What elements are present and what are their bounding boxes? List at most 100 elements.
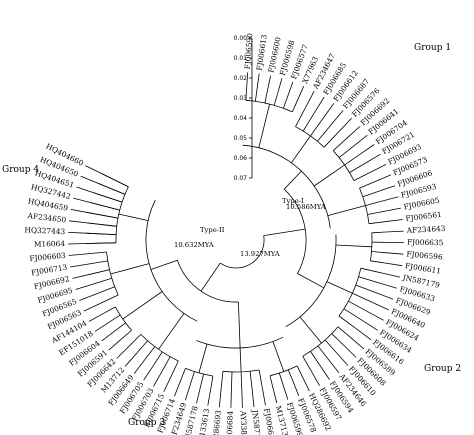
tree-branch: [317, 124, 332, 142]
tree-branch: [326, 281, 353, 294]
tree-branch: [335, 351, 349, 366]
tree-branch: [116, 345, 130, 359]
tree-branch: [88, 212, 119, 219]
tree-branch: [383, 207, 401, 212]
type-1-age-label: 10.586MYA: [286, 203, 326, 211]
tree-branch: [302, 356, 312, 371]
tree-branch: [110, 263, 150, 275]
tree-branch: [310, 369, 320, 386]
leaf-label: FJ006596: [406, 250, 443, 262]
tree-branch: [299, 316, 322, 344]
tree-branch: [251, 389, 255, 408]
tree-branch: [283, 98, 288, 109]
tree-branch: [158, 313, 185, 350]
tree-branch: [200, 374, 204, 386]
tree-branch: [88, 312, 105, 322]
tree-branch: [122, 329, 132, 339]
tree-branch: [200, 262, 221, 292]
tree-branch: [331, 110, 344, 125]
tree-branch: [370, 260, 385, 264]
tree-branch: [319, 364, 330, 380]
leaf-label: FJ006561: [405, 210, 442, 223]
tree-branch: [367, 211, 384, 215]
tree-branch: [295, 107, 307, 127]
tree-branch: [382, 272, 400, 278]
tree-branches: [67, 72, 405, 408]
tree-branch: [196, 385, 202, 404]
scale-tick-label: 0.07: [234, 175, 248, 182]
tree-branch: [266, 75, 271, 94]
tree-branch: [124, 352, 138, 367]
scale-tick-label: 0.03: [234, 95, 248, 102]
tree-branch: [85, 242, 117, 244]
tree-branch: [283, 170, 302, 190]
tree-branch: [371, 251, 386, 254]
root-age-label: 13.927MYA: [240, 250, 280, 258]
tree-branch: [68, 232, 87, 234]
tree-branch: [109, 314, 121, 322]
tree-branch: [352, 134, 368, 147]
tree-branch: [76, 186, 94, 194]
scale-tick-label: 0.01: [234, 55, 248, 62]
tree-branch: [210, 375, 214, 388]
tree-branch: [372, 302, 389, 311]
tree-branch: [99, 294, 119, 304]
tree-branch: [101, 173, 129, 188]
tree-branch: [285, 234, 337, 328]
tree-branch: [349, 163, 366, 173]
tree-branch: [367, 311, 384, 321]
tree-branch: [282, 382, 289, 400]
tree-branch: [359, 144, 375, 156]
tree-branch: [286, 81, 294, 100]
tree-branch: [171, 360, 179, 376]
tree-branch: [122, 291, 163, 320]
tree-branch: [89, 269, 110, 275]
scale-tick-label: 0.04: [234, 115, 248, 122]
leaf-label: FJ006603: [29, 251, 66, 263]
leaf-label: AY338386: [239, 410, 250, 435]
tree-branch: [86, 232, 117, 235]
tree-branch: [364, 153, 381, 164]
scale-tick-label: 0.06: [234, 155, 248, 162]
tree-branch: [198, 343, 208, 374]
tree-branch: [129, 334, 142, 346]
tree-branch: [219, 235, 265, 269]
tree-branch: [296, 86, 305, 103]
leaf-label: AF234650: [26, 211, 67, 225]
tree-branch: [80, 175, 98, 184]
tree-branch: [369, 164, 387, 173]
tree-branch: [344, 154, 360, 166]
leaf-label: M16064: [34, 239, 66, 249]
tree-branch: [68, 253, 87, 256]
tree-branch: [331, 333, 344, 346]
tree-branch: [95, 286, 115, 295]
leaf-label: HQ327443: [24, 225, 65, 236]
tree-branch: [360, 267, 383, 274]
tree-branch: [94, 321, 111, 332]
tree-branch: [70, 209, 89, 214]
tree-branch: [269, 375, 273, 386]
tree-branch: [190, 371, 195, 384]
tree-branch: [246, 72, 249, 91]
tree-branch: [313, 164, 345, 187]
tree-branch: [104, 306, 116, 314]
tree-branch: [83, 303, 101, 312]
tree-branch: [249, 371, 253, 390]
tree-branch: [153, 351, 163, 366]
tree-branch: [355, 284, 377, 294]
tree-branch: [207, 387, 212, 406]
tree-branch: [101, 329, 117, 342]
tree-branch: [339, 117, 352, 132]
tree-branch: [263, 228, 306, 236]
tree-branch: [108, 337, 123, 351]
tree-branch: [230, 389, 232, 408]
tree-branch: [258, 104, 270, 148]
tree-branch: [384, 262, 403, 267]
tree-branch: [174, 379, 182, 397]
tree-branch: [296, 365, 302, 376]
tree-branch: [86, 251, 107, 255]
tree-branch: [377, 185, 396, 192]
tree-branch: [356, 328, 372, 341]
